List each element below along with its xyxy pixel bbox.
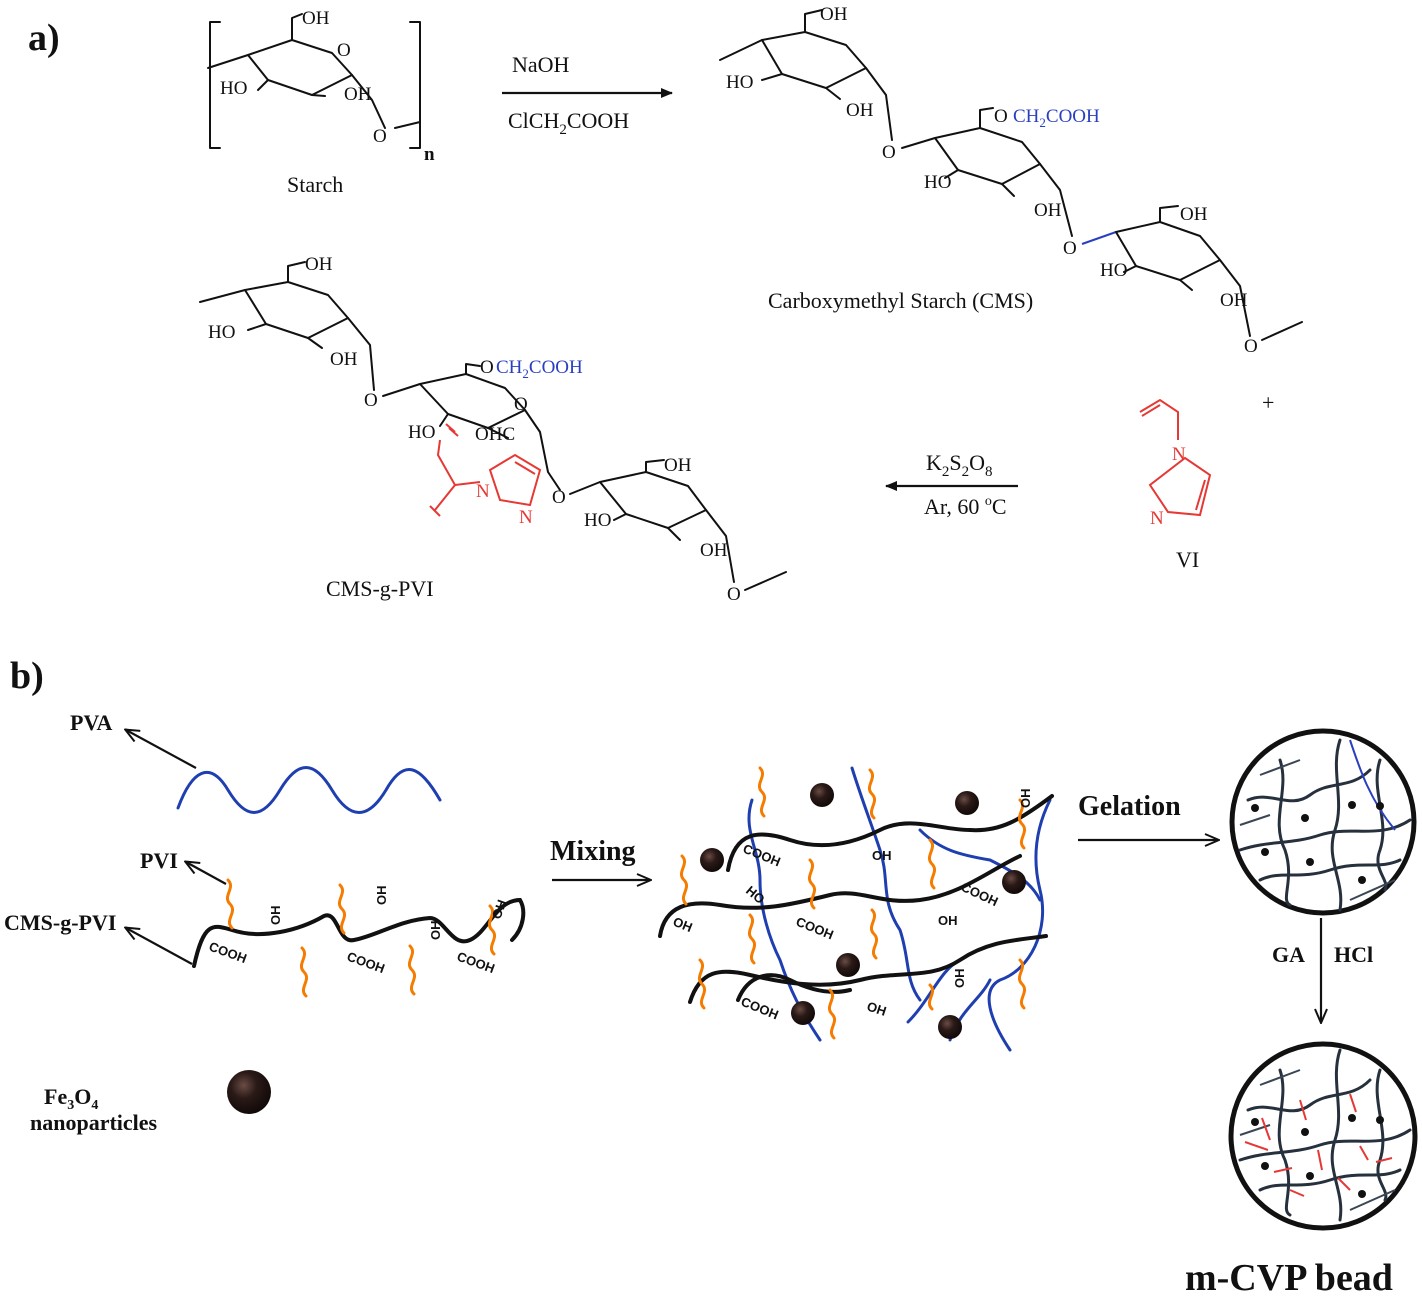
svg-text:COOH: COOH — [345, 949, 387, 976]
product-label: m-CVP bead — [1185, 1257, 1393, 1297]
svg-text:OH: OH — [846, 100, 874, 121]
cms-g-pvi-legend-label: CMS-g-PVI — [4, 910, 116, 935]
cms-structure: OH HO OH O O CH2COOH HO OH O OH HO OH O — [719, 4, 1303, 357]
svg-text:O: O — [727, 584, 741, 605]
svg-text:O: O — [373, 126, 387, 147]
svg-text:OH: OH — [820, 4, 848, 25]
svg-text:N: N — [519, 507, 533, 528]
step2-reagent-persulfate: K2S2O8 — [926, 450, 993, 480]
gel-bead — [1229, 728, 1417, 916]
step1-reagent-chloroacetic: ClCH2COOH — [508, 108, 629, 138]
cms-label: Carboxymethyl Starch (CMS) — [768, 288, 1033, 313]
svg-text:N: N — [476, 481, 490, 502]
svg-text:HO: HO — [208, 322, 235, 343]
svg-text:OH: OH — [344, 84, 372, 105]
fe3o4-particle-icon — [227, 1070, 271, 1114]
plus-sign: + — [1262, 390, 1274, 415]
svg-text:HO: HO — [743, 883, 768, 907]
svg-text:HO: HO — [408, 422, 435, 443]
svg-text:O: O — [337, 40, 351, 61]
vi-label: VI — [1176, 547, 1199, 572]
repeat-bracket-left — [209, 21, 221, 149]
svg-text:OH: OH — [938, 913, 958, 928]
svg-text:OHC: OHC — [475, 424, 515, 445]
svg-text:OH: OH — [872, 848, 892, 863]
svg-text:n: n — [424, 144, 435, 165]
svg-text:OH: OH — [1018, 789, 1033, 809]
svg-text:COOH: COOH — [959, 879, 1001, 909]
svg-text:OH: OH — [374, 886, 389, 906]
svg-text:COOH: COOH — [739, 994, 781, 1023]
svg-text:O: O — [364, 390, 378, 411]
starch-structure: OH O HO OH O n — [207, 8, 435, 165]
fe3o4-label: Fe3O4 — [44, 1084, 98, 1113]
svg-text:N: N — [1172, 444, 1186, 465]
svg-text:O: O — [552, 487, 566, 508]
svg-text:COOH: COOH — [794, 914, 836, 943]
crosslinked-bead — [1228, 1041, 1418, 1231]
svg-text:HO: HO — [924, 172, 951, 193]
svg-text:O: O — [514, 394, 528, 415]
svg-text:HO: HO — [584, 510, 611, 531]
cms-g-pvi-label: CMS-g-PVI — [326, 576, 434, 601]
svg-text:OH: OH — [489, 898, 510, 921]
svg-text:O: O — [882, 142, 896, 163]
step2-conditions: Ar, 60 oC — [924, 494, 1007, 519]
svg-text:OH: OH — [1220, 290, 1248, 311]
svg-text:OH: OH — [330, 349, 358, 370]
svg-text:O: O — [1244, 336, 1258, 357]
ga-label: GA — [1272, 942, 1305, 967]
svg-text:COOH: COOH — [741, 841, 783, 870]
pva-label: PVA — [70, 710, 112, 735]
mixing-label: Mixing — [550, 836, 636, 867]
svg-text:OH: OH — [700, 540, 728, 561]
svg-text:OH: OH — [671, 914, 695, 935]
mixed-network — [658, 766, 1054, 1052]
svg-text:OH: OH — [952, 969, 967, 989]
svg-text:OH: OH — [268, 906, 283, 926]
svg-text:OH: OH — [302, 8, 330, 29]
svg-text:OH: OH — [428, 921, 443, 941]
svg-text:OH: OH — [664, 455, 692, 476]
svg-text:CH2COOH: CH2COOH — [1013, 106, 1100, 130]
svg-text:HO: HO — [1100, 260, 1127, 281]
svg-text:OH: OH — [305, 254, 333, 275]
repeat-bracket-right — [409, 21, 421, 149]
svg-text:O: O — [994, 106, 1008, 127]
panel-a-label: a) — [28, 17, 60, 59]
svg-text:OH: OH — [865, 999, 888, 1019]
cms-g-pvi-structure: OH HO OH O O CH2COOH O HO OHC O OH HO OH… — [199, 254, 787, 605]
cms-g-pvi-legend — [126, 862, 526, 998]
gelation-label: Gelation — [1078, 791, 1181, 822]
svg-text:OH: OH — [1180, 204, 1208, 225]
svg-text:O: O — [1063, 238, 1077, 259]
vinylimidazole-structure: N N — [1139, 398, 1212, 529]
pvi-label: PVI — [140, 848, 178, 873]
hcl-label: HCl — [1334, 942, 1373, 967]
pva-legend — [126, 730, 442, 814]
svg-text:OH: OH — [1034, 200, 1062, 221]
svg-text:HO: HO — [220, 78, 247, 99]
nanoparticles-label: nanoparticles — [30, 1110, 158, 1135]
panel-b-label: b) — [10, 655, 44, 697]
svg-text:COOH: COOH — [207, 939, 249, 966]
svg-text:HO: HO — [726, 72, 753, 93]
svg-text:CH2COOH: CH2COOH — [496, 357, 583, 381]
svg-text:COOH: COOH — [455, 949, 497, 976]
svg-text:N: N — [1150, 508, 1164, 529]
step1-reagent-naoh: NaOH — [512, 52, 570, 77]
starch-label: Starch — [287, 172, 343, 197]
svg-text:O: O — [480, 357, 494, 378]
